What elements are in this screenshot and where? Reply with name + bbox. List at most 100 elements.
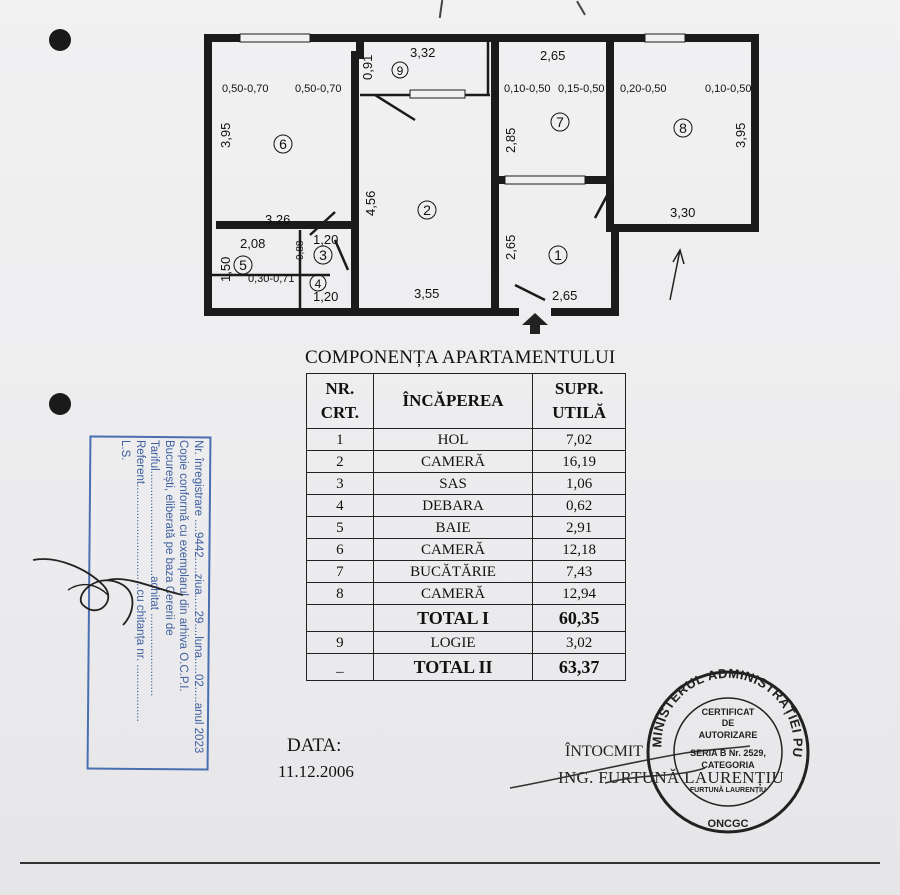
cell-nr: 5 bbox=[306, 516, 374, 539]
author-label: ÎNTOCMIT bbox=[565, 743, 643, 760]
cell-room: CAMERĂ bbox=[372, 538, 534, 561]
cell-area: 16,19 bbox=[532, 450, 626, 473]
floor-plan: 0,50-0,70 0,50-0,70 0,10-0,50 0,15-0,50 … bbox=[204, 33, 759, 334]
cell-area: 2,91 bbox=[532, 516, 626, 539]
svg-text:2: 2 bbox=[423, 202, 431, 218]
header-nr: NR.CRT. bbox=[306, 373, 374, 429]
svg-text:1,20: 1,20 bbox=[313, 289, 338, 304]
page-edge-line bbox=[20, 862, 880, 864]
logia-row: 9 LOGIE 3,02 bbox=[306, 631, 626, 654]
cell-area: 7,02 bbox=[532, 428, 626, 451]
cell-area: 1,06 bbox=[532, 472, 626, 495]
svg-text:ONCGC: ONCGC bbox=[708, 818, 749, 830]
header-area: SUPR.UTILĂ bbox=[532, 373, 626, 429]
cell-room: BUCĂTĂRIE bbox=[372, 560, 534, 583]
svg-text:AUTORIZARE: AUTORIZARE bbox=[699, 730, 758, 740]
svg-text:8: 8 bbox=[679, 120, 687, 136]
svg-text:0,30-0,71: 0,30-0,71 bbox=[248, 273, 294, 285]
svg-text:0,10-0,50: 0,10-0,50 bbox=[705, 83, 751, 95]
table-title: COMPONENȚA APARTAMENTULUI bbox=[305, 347, 616, 368]
total-2-label: TOTAL II bbox=[372, 653, 534, 681]
logia-room: LOGIE bbox=[372, 631, 534, 654]
svg-text:3,32: 3,32 bbox=[410, 45, 435, 60]
cell-room: DEBARA bbox=[372, 494, 534, 517]
cell-area: 7,43 bbox=[532, 560, 626, 583]
svg-text:0,15-0,50: 0,15-0,50 bbox=[558, 83, 604, 95]
cell-nr: 3 bbox=[306, 472, 374, 495]
svg-text:CERTIFICAT: CERTIFICAT bbox=[702, 707, 755, 717]
svg-text:3,95: 3,95 bbox=[218, 123, 233, 148]
cell-room: CAMERĂ bbox=[372, 582, 534, 605]
svg-text:0,50-0,70: 0,50-0,70 bbox=[295, 83, 341, 95]
svg-text:0,91: 0,91 bbox=[360, 55, 375, 80]
date-value: 11.12.2006 bbox=[278, 762, 354, 781]
date-label: DATA: bbox=[287, 735, 342, 756]
logia-area: 3,02 bbox=[532, 631, 626, 654]
svg-text:0,20-0,50: 0,20-0,50 bbox=[620, 83, 666, 95]
svg-text:6: 6 bbox=[279, 136, 287, 152]
svg-text:2,65: 2,65 bbox=[503, 235, 518, 260]
svg-text:9: 9 bbox=[397, 64, 404, 78]
svg-text:5: 5 bbox=[239, 257, 247, 273]
total-1-label: TOTAL I bbox=[372, 604, 534, 632]
cell-area: 0,62 bbox=[532, 494, 626, 517]
svg-text:3,55: 3,55 bbox=[414, 286, 439, 301]
cell-nr: 7 bbox=[306, 560, 374, 583]
svg-text:4: 4 bbox=[315, 277, 322, 291]
svg-text:DE: DE bbox=[722, 718, 735, 728]
total-1-area: 60,35 bbox=[532, 604, 626, 632]
cell-nr: 8 bbox=[306, 582, 374, 605]
svg-text:CATEGORIA: CATEGORIA bbox=[701, 760, 755, 770]
total-2-area: 63,37 bbox=[532, 653, 626, 681]
svg-text:2,08: 2,08 bbox=[240, 236, 265, 251]
cell-room: SAS bbox=[372, 472, 534, 495]
total-2-nr: _ bbox=[306, 653, 374, 681]
author-name: ING. FURTUNĂ LAURENȚIU bbox=[558, 768, 785, 787]
punch-hole bbox=[49, 29, 71, 51]
punch-hole bbox=[49, 393, 71, 415]
svg-text:2,65: 2,65 bbox=[540, 48, 565, 63]
svg-text:0,50-0,70: 0,50-0,70 bbox=[222, 83, 268, 95]
total-1-row: TOTAL I 60,35 bbox=[306, 604, 626, 632]
logia-nr: 9 bbox=[306, 631, 374, 654]
cell-room: HOL bbox=[372, 428, 534, 451]
cell-nr: 1 bbox=[306, 428, 374, 451]
svg-text:2,65: 2,65 bbox=[552, 288, 577, 303]
cell-nr: 2 bbox=[306, 450, 374, 473]
svg-text:1: 1 bbox=[554, 247, 562, 263]
svg-text:7: 7 bbox=[556, 114, 564, 130]
cell-nr: 6 bbox=[306, 538, 374, 561]
svg-text:0,10-0,50: 0,10-0,50 bbox=[504, 83, 550, 95]
svg-text:FURTUNĂ LAURENȚIU: FURTUNĂ LAURENȚIU bbox=[690, 785, 766, 794]
header-room: ÎNCĂPEREA bbox=[372, 373, 534, 429]
author-signature bbox=[509, 745, 751, 789]
svg-text:0,88: 0,88 bbox=[295, 240, 306, 260]
svg-text:3,30: 3,30 bbox=[670, 205, 695, 220]
svg-text:3,95: 3,95 bbox=[733, 123, 748, 148]
svg-text:3,26: 3,26 bbox=[265, 212, 290, 227]
cell-room: BAIE bbox=[372, 516, 534, 539]
svg-text:4,56: 4,56 bbox=[363, 191, 378, 216]
total-2-row: _ TOTAL II 63,37 bbox=[306, 653, 626, 681]
cell-room: CAMERĂ bbox=[372, 450, 534, 473]
total-1-nr bbox=[306, 604, 374, 632]
signature bbox=[32, 558, 184, 626]
cell-nr: 4 bbox=[306, 494, 374, 517]
svg-text:1,20: 1,20 bbox=[313, 232, 338, 247]
cell-area: 12,94 bbox=[532, 582, 626, 605]
svg-text:2,85: 2,85 bbox=[503, 128, 518, 153]
table-header-row: NR.CRT. ÎNCĂPEREA SUPR.UTILĂ bbox=[306, 373, 626, 429]
cell-area: 12,18 bbox=[532, 538, 626, 561]
svg-text:SERIA B Nr. 2529,: SERIA B Nr. 2529, bbox=[690, 748, 766, 758]
authorization-seal: MINISTERUL ADMINISTRAȚIEI PUBLICE CERTIF… bbox=[640, 660, 810, 834]
svg-text:1,50: 1,50 bbox=[218, 257, 233, 282]
